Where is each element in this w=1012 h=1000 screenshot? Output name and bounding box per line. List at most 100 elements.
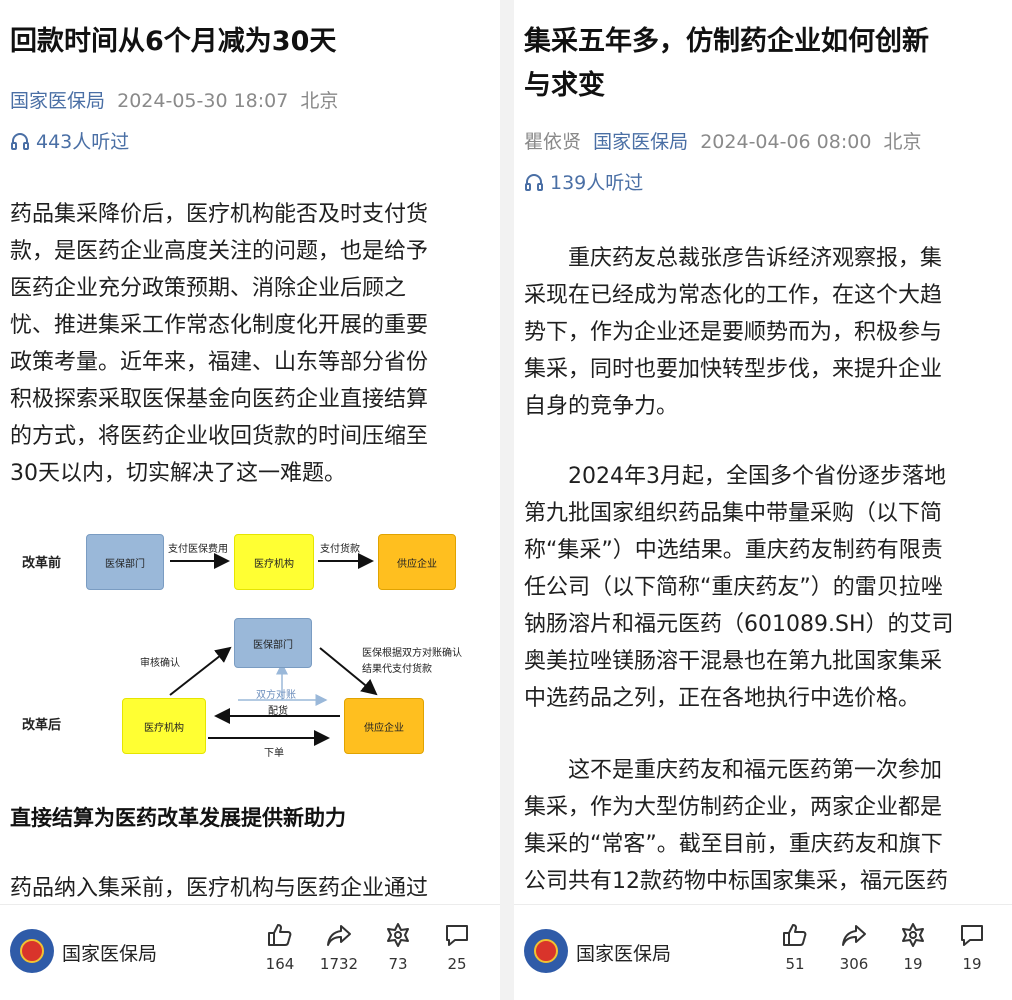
recommend-count: 73	[388, 955, 408, 973]
label-pay-insurance: 支付医保费用	[168, 544, 228, 555]
recommend-button[interactable]: 73	[373, 921, 423, 973]
label-audit: 审核确认	[140, 658, 180, 669]
article-paragraph-3: 这不是重庆药友和福元医药第一次参加 集采，作为大型仿制药企业，两家企业都是 集采…	[524, 752, 948, 900]
author-name: 瞿依贤	[524, 131, 582, 153]
diagram-box-hospital-before: 医疗机构	[234, 534, 314, 590]
after-reform-label: 改革后	[22, 718, 62, 733]
article-title-line1: 集采五年多，仿制药企业如何创新	[524, 26, 929, 57]
share-arrow-icon	[327, 925, 351, 946]
body-line: 任公司（以下简称“重庆药友”）的雷贝拉唑	[524, 575, 943, 600]
body-line: 自身的竞争力。	[524, 394, 679, 419]
share-button[interactable]: 1732	[314, 921, 364, 973]
arrow-audit	[169, 646, 232, 696]
article-paragraph-1: 重庆药友总裁张彦告诉经济观察报，集 采现在已经成为常态化的工作，在这个大趋 势下…	[524, 240, 942, 425]
body-line: 奥美拉唑镁肠溶干混悬也在第九批国家集采	[524, 649, 943, 674]
like-count: 51	[785, 955, 805, 973]
body-line: 医药企业充分政策预期、消除企业后顾之	[10, 276, 407, 301]
body-line: 政策考量。近年来，福建、山东等部分省份	[10, 350, 429, 375]
emblem-logo-icon[interactable]	[524, 929, 568, 973]
body-line: 重庆药友总裁张彦告诉经济观察报，集	[524, 246, 943, 271]
recommend-flower-icon	[387, 923, 409, 947]
before-reform-label: 改革前	[22, 556, 62, 571]
share-count: 1732	[319, 955, 359, 973]
account-name[interactable]: 国家医保局	[62, 943, 158, 965]
body-line: 称“集采”）中选结果。重庆药友制药有限责	[524, 538, 943, 563]
body-line: 第九批国家组织药品集中带量采购（以下简	[524, 501, 943, 526]
body-line: 药品纳入集采前，医疗机构与医药企业通过	[10, 876, 429, 901]
diagram-arrows	[169, 553, 378, 746]
article-paragraph-2: 2024年3月起，全国多个省份逐步落地 第九批国家组织药品集中带量采购（以下简 …	[524, 458, 954, 717]
reform-diagram: 改革前 医保部门 医疗机构 供应企业 支付医保费用 支付货款 改革后 医保部门 …	[10, 520, 480, 770]
thumbs-up-icon	[268, 924, 292, 946]
thumbs-up-icon	[783, 924, 807, 946]
source-link[interactable]: 国家医保局	[10, 90, 106, 112]
account-name[interactable]: 国家医保局	[576, 943, 672, 965]
diagram-box-insurance-after: 医保部门	[234, 618, 312, 668]
body-line: 这不是重庆药友和福元医药第一次参加	[524, 758, 943, 783]
body-line: 忧、推进集采工作常态化制度化开展的重要	[10, 313, 429, 338]
comment-count: 25	[447, 955, 467, 973]
share-button[interactable]: 306	[829, 921, 879, 973]
body-line: 公司共有12款药物中标国家集采，福元医药	[524, 869, 948, 894]
section-subheading: 直接结算为医药改革发展提供新助力	[10, 806, 346, 830]
source-link[interactable]: 国家医保局	[593, 131, 689, 153]
left-article: 回款时间从6个月减为30天 国家医保局 2024-05-30 18:07 北京 …	[0, 0, 500, 1000]
comment-button[interactable]: 19	[947, 921, 997, 973]
headphones-icon	[11, 132, 29, 150]
body-line: 2024年3月起，全国多个省份逐步落地	[524, 464, 946, 489]
like-button[interactable]: 51	[770, 921, 820, 973]
body-line: 药品集采降价后，医疗机构能否及时支付货	[10, 202, 429, 227]
right-article: 集采五年多，仿制药企业如何创新 与求变 瞿依贤 国家医保局 2024-04-06…	[514, 0, 1012, 1000]
recommend-button[interactable]: 19	[888, 921, 938, 973]
recommend-count: 19	[903, 955, 923, 973]
recommend-flower-icon	[902, 923, 924, 947]
body-line: 采现在已经成为常态化的工作，在这个大趋	[524, 283, 943, 308]
body-line: 势下，作为企业还是要顺势而为，积极参与	[524, 320, 943, 345]
label-reconcile: 双方对账	[256, 690, 296, 701]
publish-location: 北京	[300, 90, 339, 112]
comment-bubble-icon	[961, 925, 983, 946]
comment-count: 19	[962, 955, 982, 973]
publish-location: 北京	[883, 131, 922, 153]
share-arrow-icon	[842, 925, 866, 946]
article-meta: 瞿依贤 国家医保局 2024-04-06 08:00 北京	[524, 127, 922, 154]
listen-count-text: 443人听过	[36, 131, 130, 153]
body-line: 集采，同时也要加快转型步伐，来提升企业	[524, 357, 943, 382]
body-line: 30天以内，切实解决了这一难题。	[10, 461, 346, 486]
emblem-logo-icon[interactable]	[10, 929, 54, 973]
label-deliver: 配货	[268, 706, 288, 717]
body-line: 集采的“常客”。截至目前，重庆药友和旗下	[524, 832, 943, 857]
comment-button[interactable]: 25	[432, 921, 482, 973]
article-title: 回款时间从6个月减为30天	[10, 26, 337, 57]
diagram-box-insurance-before: 医保部门	[86, 534, 164, 590]
body-line: 款，是医药企业高度关注的问题，也是给予	[10, 239, 429, 264]
bottom-action-bar: 国家医保局 51 306 19 19	[514, 904, 1012, 1000]
bottom-action-bar: 国家医保局 164 1732 73 25	[0, 904, 500, 1000]
label-settle-2: 结果代支付货款	[362, 664, 432, 675]
comment-bubble-icon	[446, 925, 468, 946]
label-settle-1: 医保根据双方对账确认	[362, 648, 462, 659]
label-order: 下单	[264, 748, 284, 759]
column-divider	[500, 0, 514, 1000]
listen-count[interactable]: 443人听过	[10, 127, 129, 154]
body-line: 中选药品之列，正在各地执行中选价格。	[524, 686, 921, 711]
label-pay-goods: 支付货款	[320, 544, 360, 555]
body-line: 钠肠溶片和福元医药（601089.SH）的艾司	[524, 612, 954, 637]
diagram-box-hospital-after: 医疗机构	[122, 698, 206, 754]
like-button[interactable]: 164	[255, 921, 305, 973]
listen-count[interactable]: 139人听过	[524, 168, 643, 195]
article-title-line2: 与求变	[524, 70, 605, 101]
body-line: 的方式，将医药企业收回货款的时间压缩至	[10, 424, 429, 449]
diagram-box-supplier-after: 供应企业	[344, 698, 424, 754]
listen-count-text: 139人听过	[550, 172, 644, 194]
body-line: 积极探索采取医保基金向医药企业直接结算	[10, 387, 429, 412]
publish-datetime: 2024-04-06 08:00	[700, 131, 872, 153]
headphones-icon	[525, 173, 543, 191]
arrow-settle	[319, 647, 378, 696]
share-count: 306	[839, 955, 869, 973]
like-count: 164	[265, 955, 295, 973]
diagram-box-supplier-before: 供应企业	[378, 534, 456, 590]
publish-datetime: 2024-05-30 18:07	[117, 90, 289, 112]
body-line: 集采，作为大型仿制药企业，两家企业都是	[524, 795, 943, 820]
